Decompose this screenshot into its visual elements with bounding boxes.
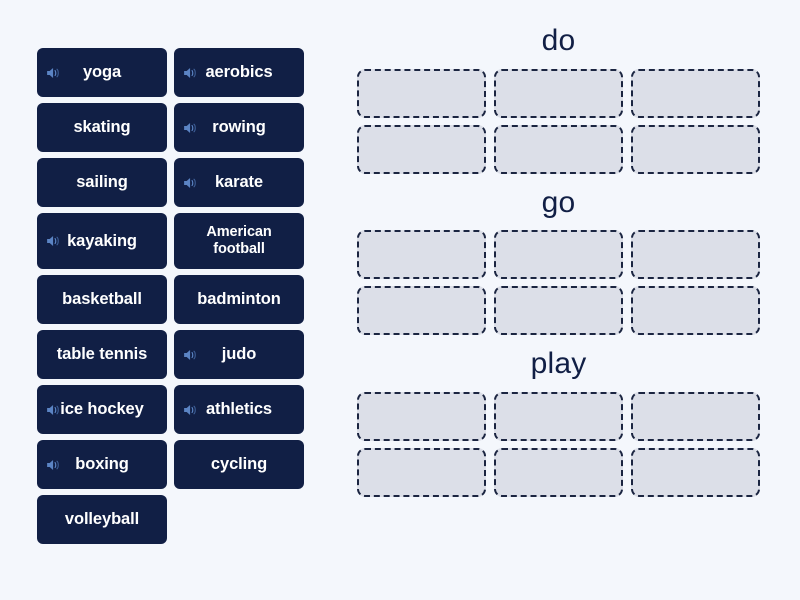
word-tile-label: table tennis [56,345,148,364]
word-tile-label: rowing [212,118,266,137]
speaker-icon[interactable] [45,456,62,473]
drop-slot[interactable] [494,286,623,335]
word-tile[interactable]: cycling [174,440,304,489]
word-tile-label: basketball [62,290,142,309]
drop-slot[interactable] [357,447,486,497]
drop-slot[interactable] [631,230,760,279]
word-tile-label: boxing [75,455,129,474]
word-tile[interactable]: aerobics [174,48,304,97]
word-tile[interactable]: boxing [37,440,167,489]
word-tile[interactable]: rowing [174,103,304,152]
speaker-icon[interactable] [45,401,62,418]
word-tile-label: volleyball [64,510,140,529]
category-title: play [530,347,587,380]
word-tile[interactable]: sailing [37,158,167,207]
drop-slot-grid [357,230,760,335]
word-tile[interactable]: badminton [174,275,304,324]
drop-slot[interactable] [494,68,623,118]
category-group: do [357,22,760,174]
word-tile-label: yoga [82,63,122,82]
category-group: play [357,345,760,497]
drop-slot[interactable] [494,230,623,279]
word-tile-label: badminton [197,290,281,309]
drop-slot[interactable] [357,286,486,335]
drop-slot[interactable] [631,286,760,335]
word-tile[interactable]: ice hockey [37,385,167,434]
drop-slot[interactable] [631,124,760,174]
word-tile-label: judo [221,345,257,364]
word-tile-label: cycling [210,455,268,474]
word-tile[interactable]: karate [174,158,304,207]
drop-slot-grid [357,68,760,174]
speaker-icon[interactable] [182,174,199,191]
word-tile-label: athletics [205,400,273,419]
drop-slot[interactable] [631,447,760,497]
word-tile-label: sailing [76,173,128,192]
category-group: go [357,184,760,335]
word-tile[interactable]: kayaking [37,213,167,269]
speaker-icon[interactable] [45,64,62,81]
category-title: do [541,24,576,57]
drop-slot-grid [357,391,760,497]
drop-slot[interactable] [357,230,486,279]
word-tile[interactable]: volleyball [37,495,167,544]
word-tile[interactable]: athletics [174,385,304,434]
category-panel: do go play [340,0,800,507]
word-tile[interactable]: basketball [37,275,167,324]
drop-slot[interactable] [357,391,486,441]
speaker-icon[interactable] [182,64,199,81]
word-tile[interactable]: judo [174,330,304,379]
word-tile-label: American football [206,223,272,257]
word-tile-label: kayaking [67,231,137,250]
word-tile[interactable]: skating [37,103,167,152]
word-bank: yoga aerobics skating rowing sailing karate ka… [0,0,340,544]
word-tile-label: skating [73,118,131,137]
word-tile[interactable]: American football [174,213,304,269]
drop-slot[interactable] [357,124,486,174]
word-tile[interactable]: table tennis [37,330,167,379]
word-tile-label: karate [214,173,264,192]
drop-slot[interactable] [494,447,623,497]
drop-slot[interactable] [494,391,623,441]
speaker-icon[interactable] [182,401,199,418]
speaker-icon[interactable] [45,233,62,250]
word-tile[interactable]: yoga [37,48,167,97]
category-title: go [541,185,576,219]
drop-slot[interactable] [494,124,623,174]
word-tile-label: aerobics [205,63,273,82]
drop-slot[interactable] [357,68,486,118]
drop-slot[interactable] [631,391,760,441]
drop-slot[interactable] [631,68,760,118]
speaker-icon[interactable] [182,119,199,136]
speaker-icon[interactable] [182,346,199,363]
word-tile-label: ice hockey [60,400,144,419]
